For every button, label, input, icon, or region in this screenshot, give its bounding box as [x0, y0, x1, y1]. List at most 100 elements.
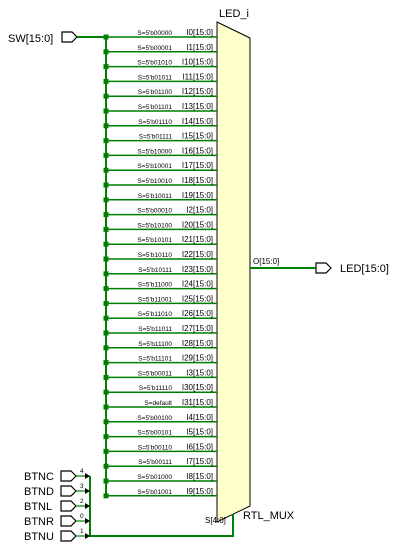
bus-junction	[103, 123, 109, 129]
bus-junction	[103, 64, 109, 70]
mux-select-value: S=5'b01111	[139, 134, 173, 141]
bus-junction	[103, 256, 109, 262]
bus-junction	[103, 138, 109, 144]
bus-ripper-arrow	[85, 503, 90, 509]
bus-junction	[103, 286, 109, 292]
mux-input-row: S=5'b11101 I29[15:0]	[103, 354, 217, 366]
bus-junction	[103, 108, 109, 114]
bus-ripper-arrow	[85, 473, 90, 479]
mux-instance-label: LED_i	[219, 8, 249, 20]
bus-junction	[103, 167, 109, 173]
mux-select-value: S=5'b01001	[137, 489, 172, 496]
mux-select-value: S=5'b10010	[137, 178, 172, 185]
bus-junction	[103, 212, 109, 218]
mux-input-pin: I15[15:0]	[182, 132, 213, 141]
mux-input-pin: I7[15:0]	[186, 457, 213, 466]
mux-select-value: S=5'b10111	[138, 267, 172, 274]
mux-input-pin: I4[15:0]	[186, 413, 213, 422]
button-port-label: BTND	[24, 486, 54, 498]
bus-ripper-arrow	[85, 488, 90, 494]
mux-select-value: S=5'b01011	[138, 74, 173, 81]
button-port-symbol	[60, 485, 77, 497]
mux-select-value: S=5'b00101	[137, 430, 172, 437]
button-port-symbol	[60, 500, 77, 512]
bus-junction	[103, 389, 109, 395]
mux-input-pin: I20[15:0]	[182, 220, 213, 229]
mux-input-pin: I29[15:0]	[182, 354, 213, 363]
output-port-symbol[interactable]	[315, 262, 332, 274]
mux-input-pin: I5[15:0]	[186, 428, 213, 437]
mux-input-row: S=default I31[15:0]	[103, 398, 217, 410]
mux-select-value: S=5'b00110	[138, 444, 173, 451]
bus-junction	[103, 78, 109, 84]
mux-input-pin: I9[15:0]	[186, 487, 213, 496]
mux-input-pin: I24[15:0]	[182, 280, 213, 289]
mux-select-value: S=5'b10001	[137, 163, 172, 170]
mux-input-pin: I14[15:0]	[182, 117, 213, 126]
input-port-symbol[interactable]	[61, 31, 78, 43]
bus-junction	[103, 93, 109, 99]
mux-input-row: S=5'b11001 I25[15:0]	[103, 294, 217, 306]
button-port-symbol	[60, 515, 77, 527]
mux-select-value: S=default	[144, 400, 172, 407]
mux-body[interactable]	[216, 21, 251, 523]
mux-input-row: S=5'b00101 I5[15:0]	[103, 428, 217, 440]
bus-ripper-arrow	[85, 518, 90, 524]
mux-input-pin: I3[15:0]	[186, 368, 213, 377]
bus-junction	[103, 197, 109, 203]
mux-select-value: S=5'b00001	[137, 45, 172, 52]
mux-output-pin-label: O[15:0]	[253, 257, 279, 266]
bus-ripper-arrow	[85, 533, 90, 539]
mux-select-value: S=5'b01101	[138, 104, 173, 111]
mux-select-value: S=5'b11101	[138, 356, 172, 363]
bus-junction	[103, 434, 109, 440]
mux-input-pin: I25[15:0]	[182, 294, 213, 303]
mux-select-value: S=5'b11001	[138, 296, 173, 303]
mux-input-pin: I31[15:0]	[182, 398, 213, 407]
mux-select-value: S=5'b01110	[138, 119, 172, 126]
mux-select-value: S=5'b10000	[137, 148, 172, 155]
mux-select-value: S=5'b00111	[138, 459, 172, 466]
mux-input-row: S=5'b00111 I7[15:0]	[103, 457, 217, 469]
button-port-label: BTNU	[24, 531, 54, 543]
bus-junction	[103, 360, 109, 366]
button-bit-index: 3	[80, 483, 84, 490]
mux-type-label: RTL_MUX	[243, 510, 295, 522]
bus-junction	[103, 34, 109, 40]
bus-junction	[103, 478, 109, 484]
mux-select-value: S=5'b01000	[137, 474, 172, 481]
mux-input-pin: I0[15:0]	[186, 28, 213, 37]
mux-input-pin: I12[15:0]	[182, 87, 213, 96]
bus-junction	[103, 419, 109, 425]
mux-input-pin: I28[15:0]	[182, 339, 213, 348]
mux-input-row: S=5'b01110 I14[15:0]	[103, 117, 217, 129]
button-port-btnd[interactable]: BTND 3	[24, 483, 90, 498]
mux-input-pin: I21[15:0]	[182, 235, 213, 244]
button-port-symbol	[60, 470, 77, 482]
mux-input-pin: I19[15:0]	[182, 191, 213, 200]
